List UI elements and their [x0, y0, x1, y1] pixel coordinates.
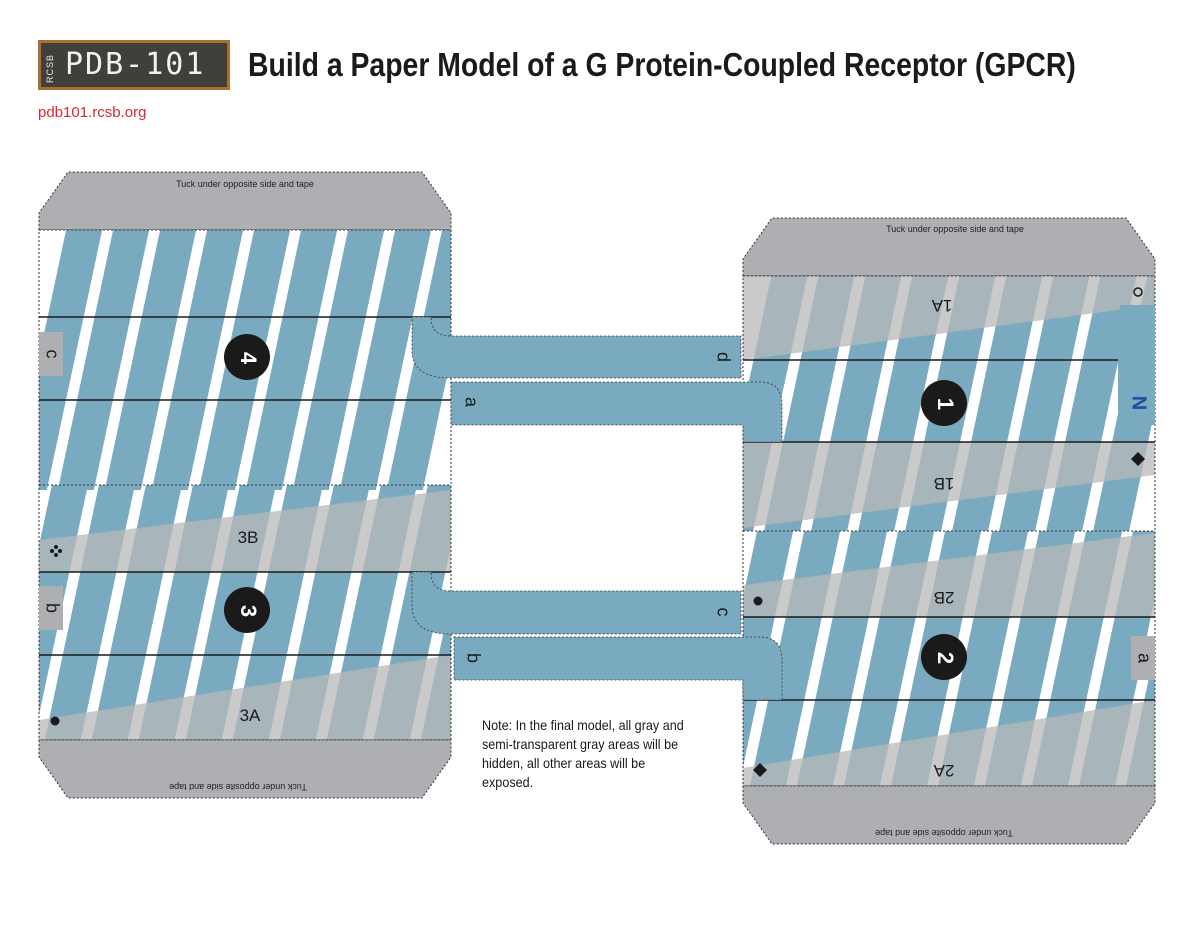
left-band-3b [39, 490, 451, 572]
left-band-3a [39, 655, 451, 740]
right-band-label-1b: 1B [934, 474, 955, 493]
right-diamond-symbol-lower [753, 763, 767, 777]
helix-3-number: 3 [236, 605, 261, 617]
helix-1-number: 1 [933, 398, 958, 410]
left-bottom-tab [38, 739, 452, 799]
connector-upper-d [411, 316, 742, 379]
pdb101-logo: RCSB PDB-101 [38, 40, 230, 90]
helix-2-marker [921, 634, 967, 680]
page-title: Build a Paper Model of a G Protein-Coupl… [248, 46, 1076, 83]
right-side-tab-lower [1131, 636, 1155, 680]
right-band-1a [743, 276, 1155, 360]
connector-loops: d a c b [411, 316, 783, 701]
right-band-2b [743, 533, 1155, 617]
left-side-tab-upper [39, 332, 63, 376]
connector-letter-d: d [713, 352, 733, 362]
four-dots-symbol [50, 545, 62, 557]
final-model-note: Note: In the final model, all gray and s… [482, 717, 684, 790]
left-bottom-tab-label: Tuck under opposite side and tape [169, 782, 307, 792]
helix-1-marker [921, 380, 967, 426]
logo-pdb101-text: PDB-101 [65, 47, 206, 82]
left-side-letter-upper: c [42, 350, 62, 359]
left-panel: Tuck under opposite side and tape [38, 171, 452, 799]
site-url: pdb101.rcsb.org [38, 104, 147, 121]
left-dot-symbol [50, 716, 60, 726]
right-dot-symbol [753, 596, 763, 606]
right-bottom-tab [742, 785, 1156, 845]
n-terminus-tail [1118, 305, 1155, 425]
helix-3-marker [224, 587, 270, 633]
helix-4-marker [224, 334, 270, 380]
left-band-label-3b: 3B [238, 528, 259, 547]
connector-letter-c: c [713, 608, 733, 617]
connector-letter-b: b [463, 653, 483, 663]
right-band-label-2a: 2A [933, 761, 954, 780]
connector-upper-a [450, 381, 783, 443]
connector-lower-c [411, 571, 742, 635]
right-top-tab-label: Tuck under opposite side and tape [886, 224, 1024, 234]
helix-2-number: 2 [933, 652, 958, 664]
right-band-label-1a: 1A [931, 296, 952, 315]
right-band-1b [743, 442, 1155, 528]
n-terminus-letter: N [1128, 396, 1150, 410]
left-top-tab-label: Tuck under opposite side and tape [176, 179, 314, 189]
sun-symbol [1133, 287, 1143, 297]
left-band-label-3a: 3A [240, 706, 261, 725]
left-side-letter-lower: b [42, 603, 62, 613]
right-diamond-symbol-upper [1131, 452, 1145, 466]
right-panel: Tuck under opposite side and tape [742, 217, 1156, 845]
page-header: RCSB PDB-101 Build a Paper Model of a G … [0, 0, 1200, 140]
right-side-letter-lower: a [1134, 653, 1154, 664]
left-side-tab-lower [39, 586, 63, 630]
right-bottom-tab-label: Tuck under opposite side and tape [875, 828, 1013, 838]
right-band-label-2b: 2B [934, 588, 955, 607]
helix-4-number: 4 [236, 352, 261, 365]
right-band-2a [743, 700, 1155, 786]
connector-letter-a: a [461, 397, 481, 408]
connector-lower-b [453, 636, 783, 701]
